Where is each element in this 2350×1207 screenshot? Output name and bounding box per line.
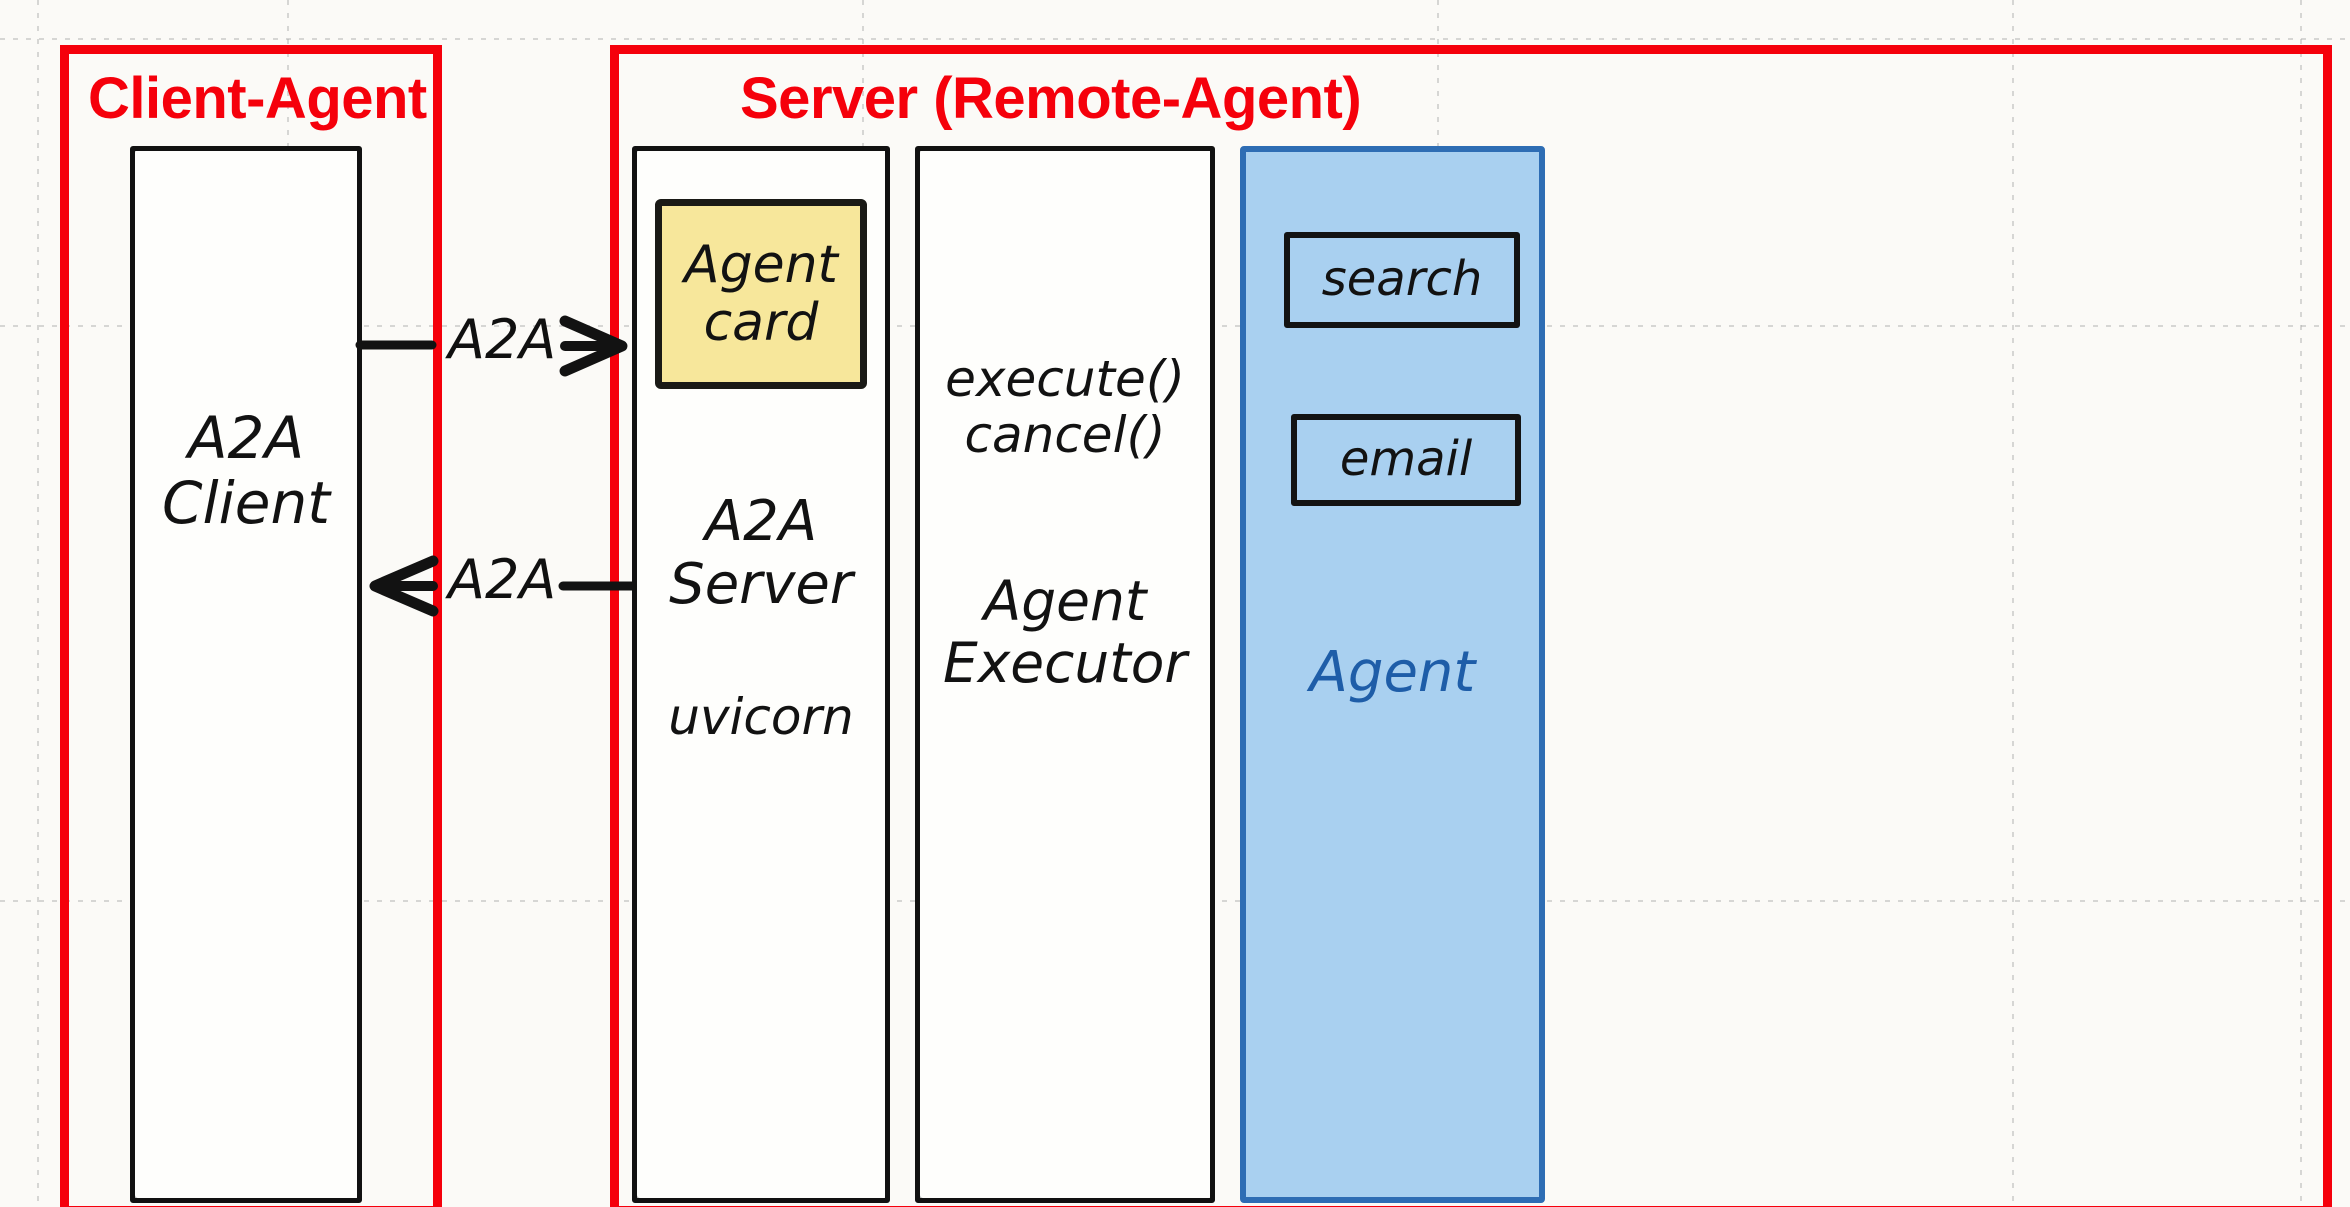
- agent-executor-box[interactable]: execute() cancel() Agent Executor: [915, 146, 1215, 1203]
- executor-methods-label: execute() cancel(): [945, 350, 1185, 464]
- a2a-client-label: A2A Client: [162, 404, 330, 537]
- client-agent-title: Client-Agent: [88, 66, 427, 131]
- a2a-server-box[interactable]: Agent card A2A Server uvicorn: [632, 146, 890, 1203]
- a2a-server-label: A2A Server: [669, 489, 853, 617]
- agent-executor-label: Agent Executor: [942, 569, 1188, 695]
- agent-panel-title: Agent: [1309, 640, 1476, 705]
- server-title: Server (Remote-Agent): [740, 66, 1362, 131]
- tool-label-email: email: [1339, 431, 1473, 488]
- request-arrow-line: [355, 315, 628, 377]
- grid-line-vertical: [2300, 0, 2302, 1207]
- tool-box-search[interactable]: search: [1284, 232, 1520, 328]
- agent-card-label: Agent card: [684, 234, 838, 353]
- grid-line-vertical: [37, 0, 39, 1207]
- uvicorn-label: uvicorn: [668, 688, 854, 746]
- grid-line-vertical: [2012, 0, 2014, 1207]
- tool-label-search: search: [1321, 251, 1483, 308]
- response-arrow-line: [369, 555, 638, 617]
- a2a-client-box[interactable]: A2A Client: [130, 146, 362, 1203]
- grid-line-horizontal: [0, 38, 2350, 40]
- request-arrow-label: A2A: [448, 308, 557, 371]
- agent-card-box[interactable]: Agent card: [655, 199, 867, 389]
- tool-box-email[interactable]: email: [1291, 414, 1521, 506]
- agent-panel[interactable]: search email Agent: [1240, 146, 1545, 1203]
- response-arrow-label: A2A: [448, 548, 557, 611]
